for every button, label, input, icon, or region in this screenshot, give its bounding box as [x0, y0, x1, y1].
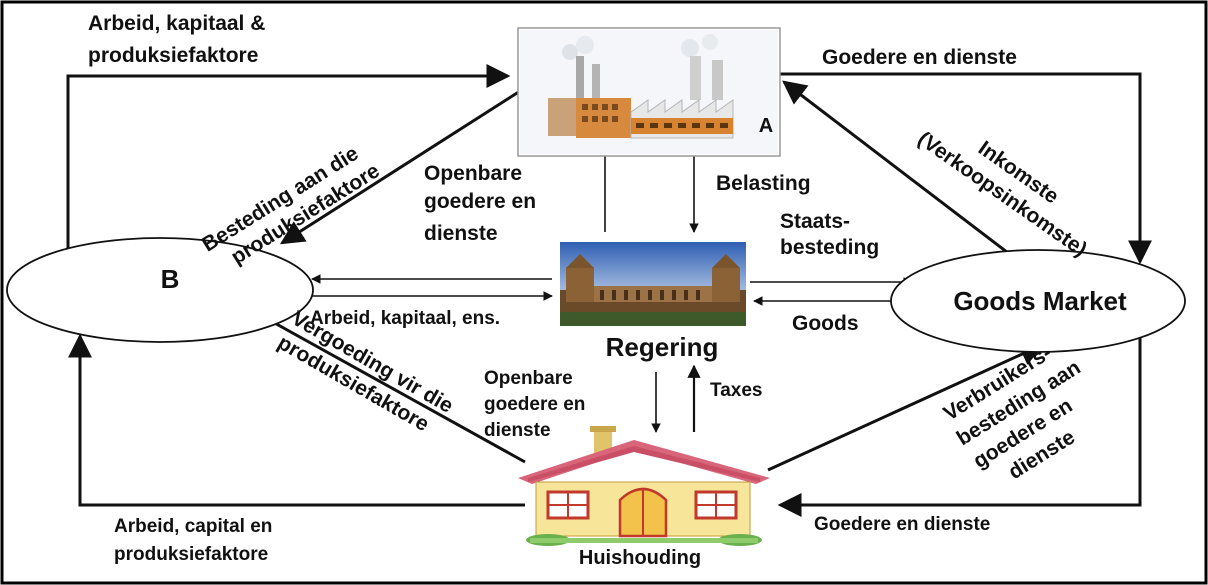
label-gov-to-household: Openbare goedere en dienste: [484, 368, 591, 441]
goods-market-label: Goods Market: [953, 286, 1127, 316]
factor-market-label: B: [161, 264, 180, 294]
flow-arrow-payment-for-factors: [261, 314, 526, 464]
goods-market-node: Goods Market: [890, 249, 1186, 353]
label-bottom-left: Arbeid, capital en produksiefaktore: [114, 516, 278, 565]
goods-market-ellipse: [890, 249, 1186, 353]
flow-arrow-consumer-spending: [767, 343, 1045, 472]
label-goods-to-gov: Goods: [792, 312, 859, 335]
label-tax-firm: Belasting: [716, 172, 811, 195]
household-label: Huishouding: [579, 547, 701, 569]
factory-node: A: [517, 27, 781, 157]
label-consumer-spending: Verbruikers- besteding aan goedere en di…: [938, 329, 1119, 498]
factory-icon: [548, 34, 734, 139]
government-building-icon: [560, 254, 746, 326]
flow-arrow-factors-to-firm: [66, 64, 511, 248]
government-label: Regering: [606, 332, 719, 362]
label-income: Inkomste (Verkoopsinkomste): [913, 105, 1106, 261]
label-top-left: Arbeid, kapitaal & produksiefaktore: [88, 12, 271, 67]
flow-arrow-household-factors: [68, 333, 525, 507]
house-icon: [518, 426, 770, 546]
flow-arrow-income: [782, 80, 1021, 264]
label-gov-to-firm: Openbare goedere en dienste: [424, 162, 542, 245]
flow-arrow-goods-to-market: [605, 72, 1152, 265]
factor-market-ellipse: [6, 237, 314, 343]
government-node: Regering: [560, 242, 746, 362]
producer-marker-label: A: [759, 115, 773, 137]
flow-arrow-spending-on-factors: [279, 84, 529, 245]
label-top-right: Goedere en dienste: [822, 46, 1017, 69]
label-bottom-right: Goedere en dienste: [814, 514, 990, 535]
household-node: Huishouding: [518, 426, 770, 569]
label-factors-to-gov: Arbeid, kapitaal, ens.: [310, 308, 500, 329]
label-gov-spending: Staats- besteding: [780, 210, 879, 259]
flow-arrow-goods-to-household: [777, 330, 1142, 517]
factor-market-node: B: [6, 237, 314, 343]
label-tax-household: Taxes: [710, 380, 762, 401]
